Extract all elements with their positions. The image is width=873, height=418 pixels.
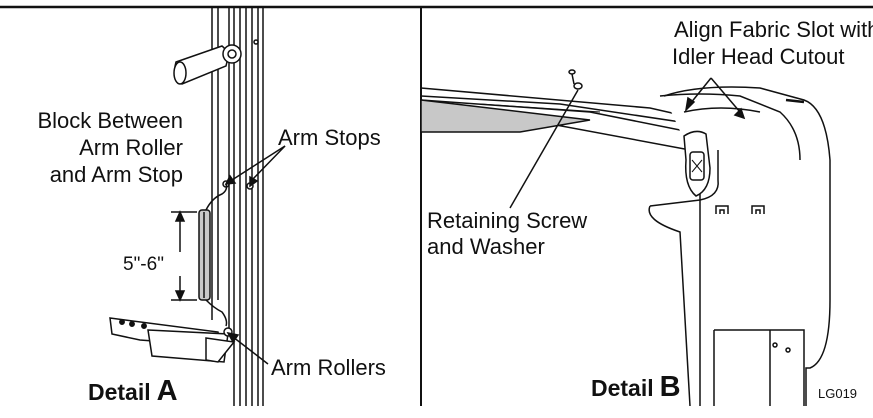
detail-a-leaders xyxy=(224,145,286,365)
screw-label-line-1: Retaining Screw xyxy=(427,208,587,233)
lower-arm xyxy=(109,317,236,363)
arm-stops-label: Arm Stops xyxy=(278,125,381,150)
arm-rollers-label: Arm Rollers xyxy=(271,355,386,380)
detail-b-caption-word: Detail xyxy=(591,375,654,401)
block-label-line-3: and Arm Stop xyxy=(50,162,183,187)
align-label-line-2: Idler Head Cutout xyxy=(672,44,844,69)
block-label-line-2: Arm Roller xyxy=(79,135,183,160)
dimension-label: 5"-6" xyxy=(123,254,164,275)
detail-b-panel xyxy=(420,69,831,407)
wood-block xyxy=(198,183,228,327)
detail-a-caption-word: Detail xyxy=(88,379,151,405)
detail-a-caption-letter: A xyxy=(157,375,178,407)
upper-arm-roller xyxy=(173,44,242,85)
align-label-line-1: Align Fabric Slot with xyxy=(674,17,873,42)
detail-a-panel xyxy=(109,7,286,406)
mounting-bracket xyxy=(713,329,805,406)
block-label-line-1: Block Between xyxy=(37,108,183,133)
dimension-marker xyxy=(171,210,197,302)
mounting-hooks xyxy=(715,205,765,214)
retaining-screw xyxy=(568,69,583,90)
screw-label-line-2: and Washer xyxy=(427,234,545,259)
idler-head-housing xyxy=(648,86,831,407)
idler-cutout xyxy=(683,130,711,197)
detail-b-leaders xyxy=(509,77,746,209)
detail-b-caption-letter: B xyxy=(660,371,681,403)
roller-tube xyxy=(420,87,695,151)
figure-code: LG019 xyxy=(818,386,857,401)
